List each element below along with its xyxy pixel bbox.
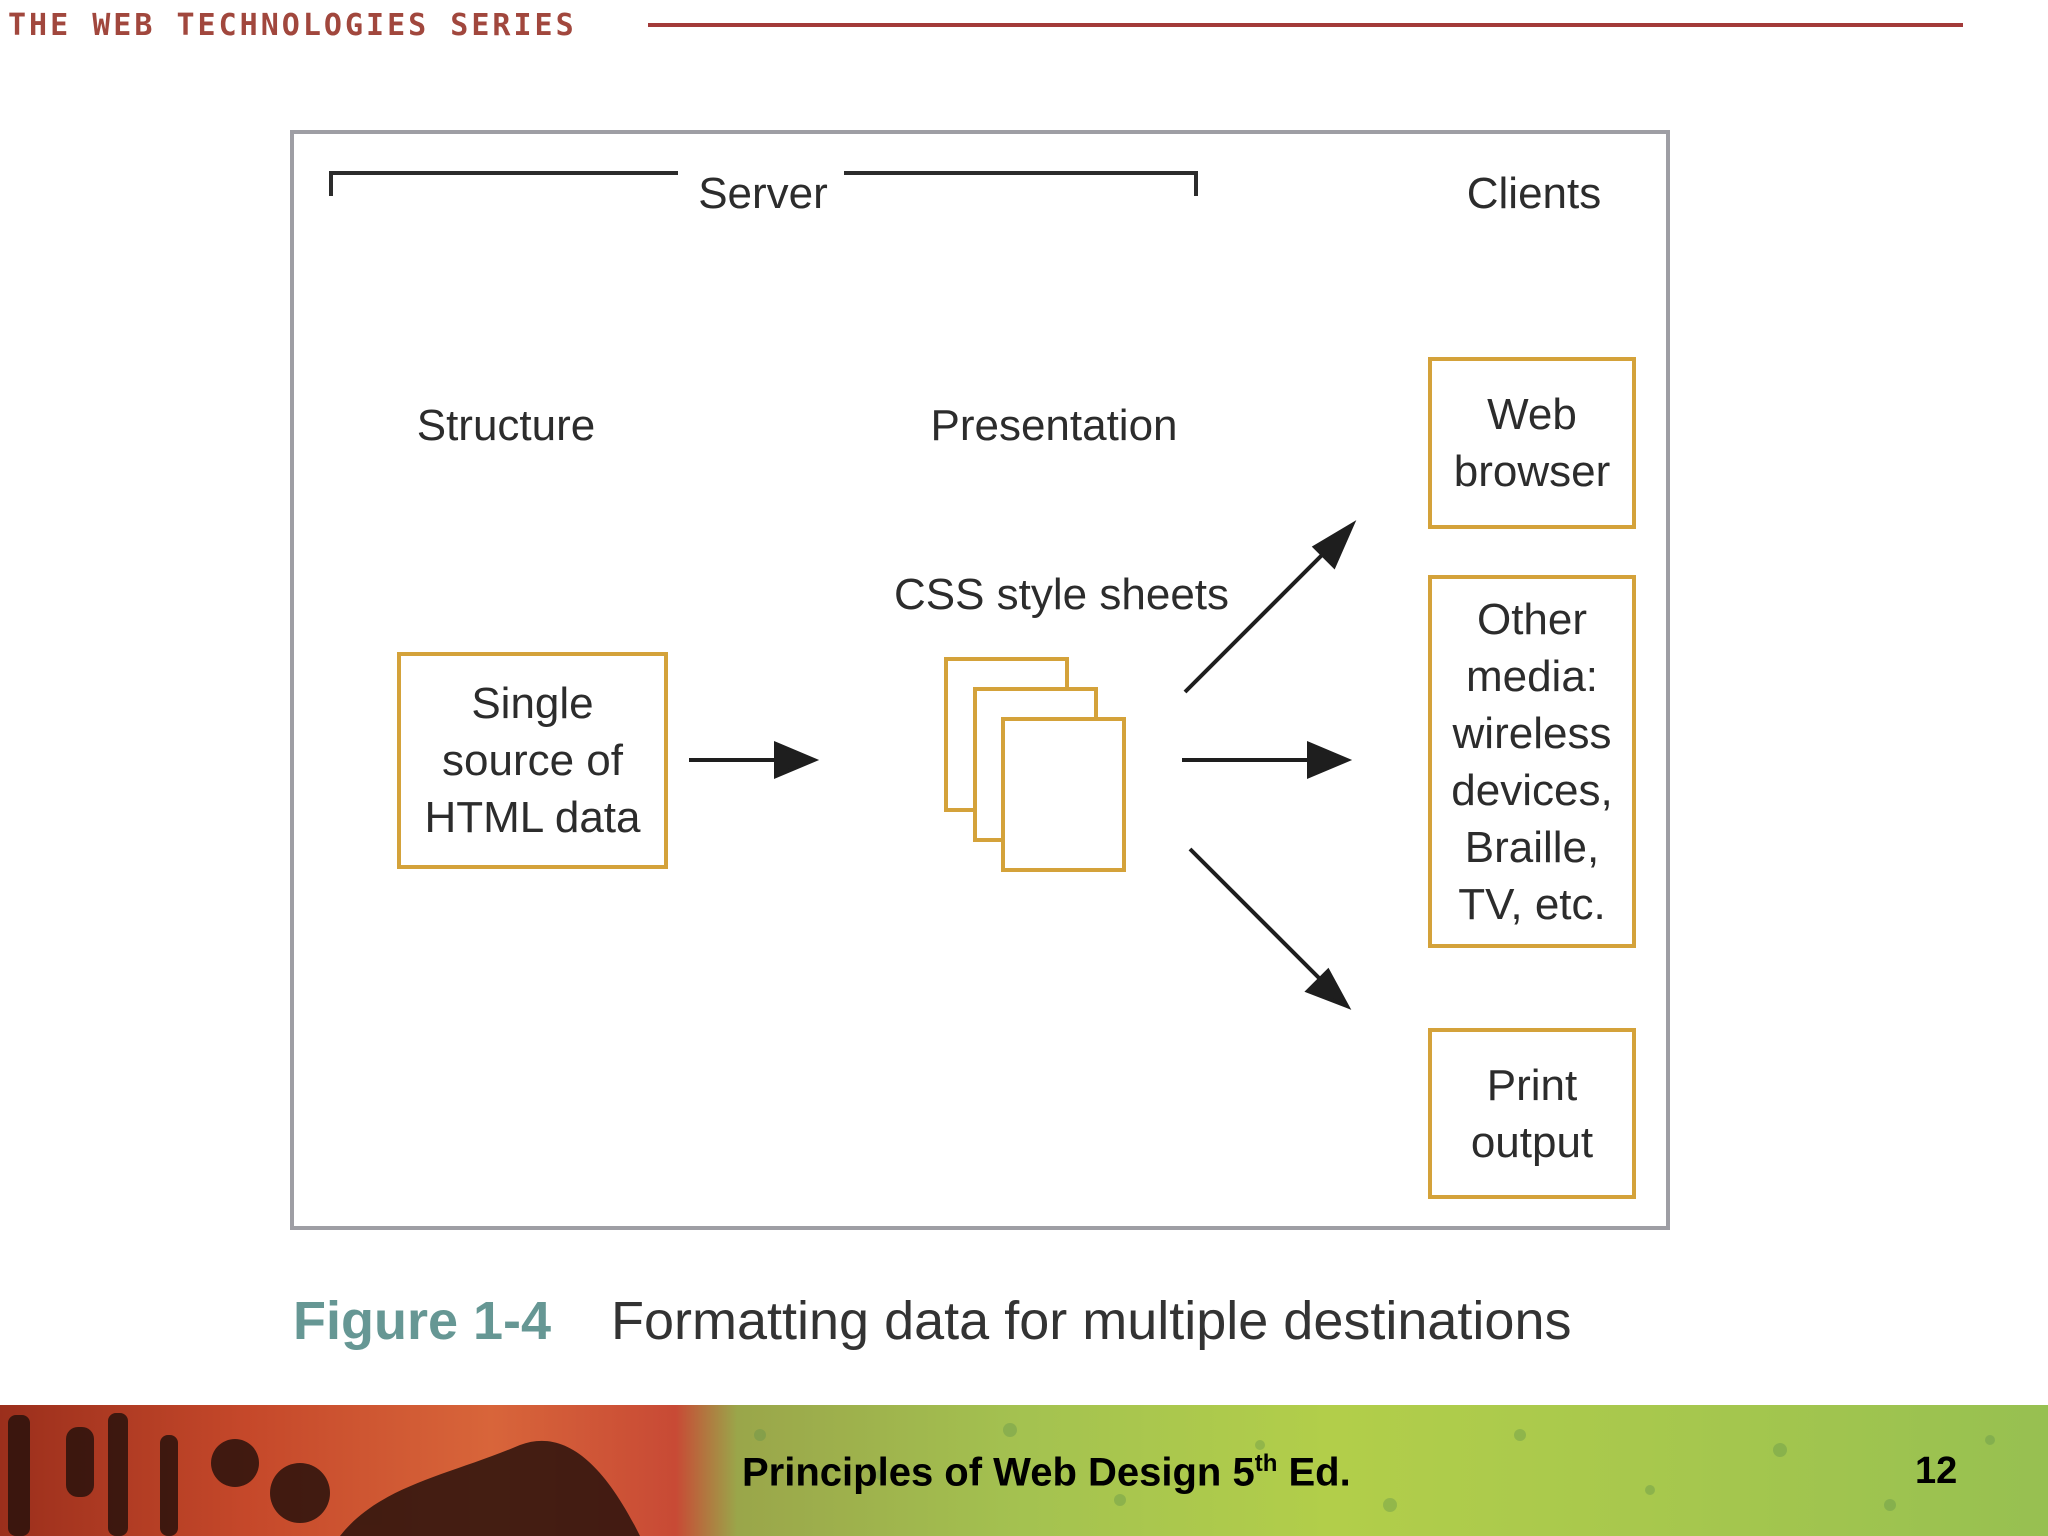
- figure-number: Figure 1-4: [293, 1291, 552, 1351]
- footer-book-title: Principles of Web Design 5th Ed.: [742, 1450, 1351, 1495]
- web-browser-line: Web: [1487, 390, 1577, 439]
- web-browser-line: browser: [1453, 447, 1611, 496]
- arrow-to-css-head: [774, 740, 820, 780]
- footer-texture: [8, 1413, 1995, 1536]
- other-media-line: devices,: [1451, 765, 1613, 815]
- print-output-line: Print: [1486, 1060, 1578, 1110]
- other-media-box: Other media: wireless devices, Braille, …: [1428, 575, 1636, 948]
- server-bracket-right: [844, 171, 1198, 196]
- diagram-lines: [329, 171, 1357, 1010]
- server-bracket-left: [329, 171, 678, 196]
- footer-title-main: Principles of Web Design 5: [742, 1450, 1255, 1495]
- html-source-line: source of: [442, 736, 623, 785]
- other-media-line: TV, etc.: [1458, 879, 1606, 929]
- other-media-line: media:: [1465, 651, 1599, 701]
- series-title: THE WEB TECHNOLOGIES SERIES: [8, 8, 577, 43]
- other-media-line: Braille,: [1464, 822, 1600, 872]
- arrow-to-other-head: [1307, 740, 1353, 780]
- header-rule: [648, 23, 1963, 27]
- css-label: CSS style sheets: [893, 570, 1230, 619]
- structure-label: Structure: [416, 401, 596, 450]
- arrow-to-print-head: [1304, 967, 1352, 1010]
- page-number: 12: [1915, 1450, 1958, 1492]
- print-output-box: Print output: [1428, 1028, 1636, 1199]
- arrow-to-web-head: [1311, 520, 1357, 570]
- footer-title-sup: th: [1254, 1450, 1278, 1477]
- html-source-box: Single source of HTML data: [397, 652, 668, 869]
- figure-caption: Formatting data for multiple destination…: [611, 1291, 1572, 1351]
- presentation-label: Presentation: [930, 401, 1178, 450]
- print-output-line: output: [1470, 1117, 1594, 1167]
- arrow-to-web: [1183, 531, 1346, 694]
- css-sheet-front: [1001, 717, 1126, 872]
- clients-label: Clients: [1466, 169, 1602, 218]
- web-browser-box: Web browser: [1428, 357, 1636, 529]
- arrow-to-print: [1188, 847, 1341, 1000]
- other-media-line: Other: [1476, 594, 1588, 644]
- html-source-line: HTML data: [424, 793, 641, 842]
- html-source-line: Single: [471, 679, 594, 728]
- server-label: Server: [698, 169, 828, 218]
- other-media-line: wireless: [1452, 708, 1612, 758]
- footer-title-end: Ed.: [1277, 1450, 1351, 1495]
- footer-banner: [0, 1405, 2048, 1536]
- figure-frame: Server Clients Structure Presentation CS…: [290, 130, 1670, 1230]
